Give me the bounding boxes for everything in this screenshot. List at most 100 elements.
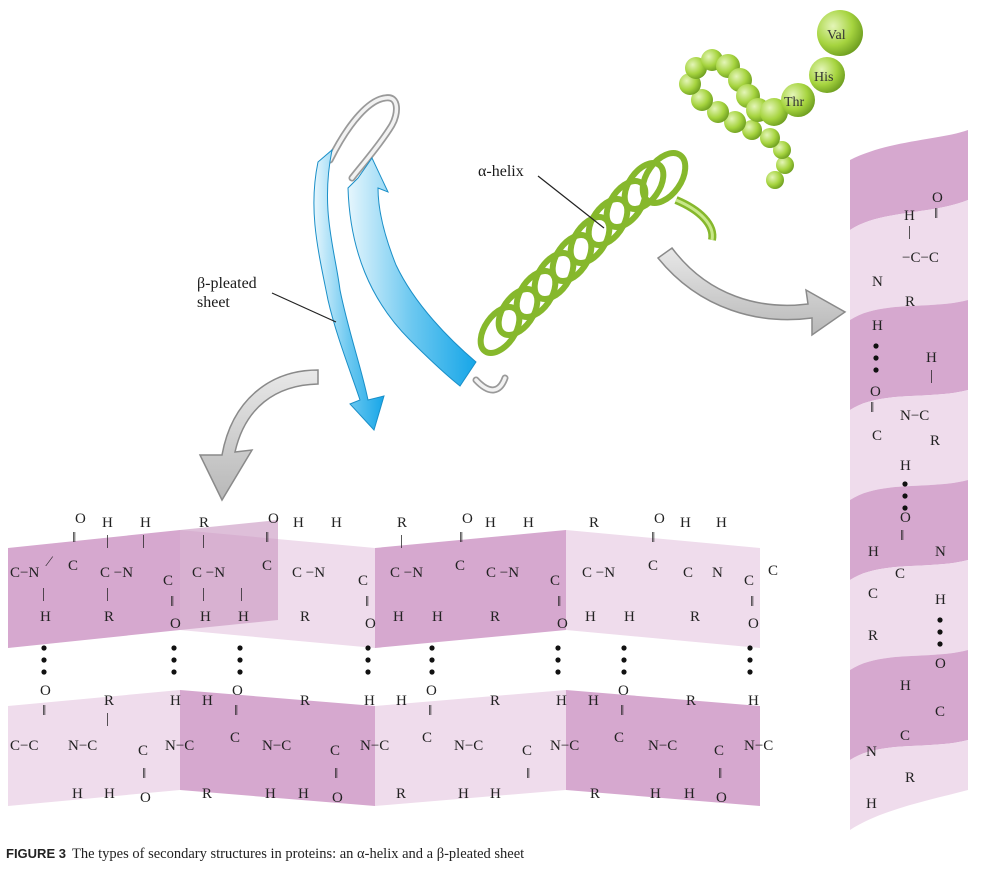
svg-text:C: C — [768, 563, 778, 579]
svg-text:|: | — [908, 224, 911, 240]
svg-text:O: O — [332, 790, 343, 806]
svg-text:N−C: N−C — [68, 738, 97, 754]
svg-text:‖: ‖ — [170, 594, 174, 610]
svg-text:O: O — [140, 790, 151, 806]
svg-text:‖: ‖ — [72, 530, 76, 546]
svg-text:N−C: N−C — [262, 738, 291, 754]
helix-atoms: O‖ H| −C−C N R H H| O ‖ C N−C R H O ‖ H … — [866, 190, 946, 812]
svg-text:C −N: C −N — [292, 565, 325, 581]
svg-text:C: C — [744, 573, 754, 589]
svg-text:H: H — [748, 693, 759, 709]
svg-text:|: | — [42, 586, 45, 602]
residue-his — [809, 57, 845, 93]
beta-sheet-leader-line — [271, 292, 337, 323]
alpha-helix-3d — [477, 150, 717, 356]
svg-text:R: R — [590, 786, 600, 802]
svg-text:C −N: C −N — [390, 565, 423, 581]
svg-text:H: H — [866, 796, 877, 812]
svg-text:C: C — [614, 730, 624, 746]
svg-text:|: | — [400, 533, 403, 549]
svg-text:N: N — [866, 744, 877, 760]
svg-text:C: C — [550, 573, 560, 589]
svg-text:H: H — [935, 592, 946, 608]
svg-text:N−C: N−C — [900, 408, 929, 424]
svg-text:|: | — [930, 368, 933, 384]
svg-text:⁄: ⁄ — [45, 554, 54, 570]
svg-text:N−C: N−C — [360, 738, 389, 754]
svg-text:R: R — [589, 515, 599, 531]
svg-text:H: H — [265, 786, 276, 802]
svg-text:‖: ‖ — [265, 530, 269, 546]
svg-text:H: H — [485, 515, 496, 531]
svg-text:O: O — [365, 616, 376, 632]
svg-text:O: O — [75, 511, 86, 527]
svg-text:H: H — [298, 786, 309, 802]
svg-text:‖: ‖ — [900, 528, 904, 544]
svg-text:H: H — [585, 609, 596, 625]
svg-text:N−C: N−C — [165, 738, 194, 754]
svg-text:C: C — [683, 565, 693, 581]
residue-label-thr: Thr — [784, 95, 805, 110]
svg-text:O: O — [40, 683, 51, 699]
svg-text:O: O — [426, 683, 437, 699]
svg-text:R: R — [202, 786, 212, 802]
svg-text:H: H — [432, 609, 443, 625]
svg-text:|: | — [106, 711, 109, 727]
svg-text:|: | — [142, 533, 145, 549]
sheet-strand-bottom — [8, 690, 760, 806]
svg-text:|: | — [106, 533, 109, 549]
svg-text:H: H — [490, 786, 501, 802]
svg-text:‖: ‖ — [334, 766, 338, 782]
svg-text:‖: ‖ — [750, 594, 754, 610]
svg-text:R: R — [300, 693, 310, 709]
svg-text:C: C — [868, 586, 878, 602]
svg-text:R: R — [930, 433, 940, 449]
svg-text:R: R — [868, 628, 878, 644]
residue-val — [817, 10, 863, 56]
svg-text:N−C: N−C — [550, 738, 579, 754]
svg-text:O: O — [654, 511, 665, 527]
svg-text:O: O — [462, 511, 473, 527]
svg-text:H: H — [650, 786, 661, 802]
svg-text:C: C — [330, 743, 340, 759]
svg-text:O: O — [935, 656, 946, 672]
beta-sheet-label-line1: β-pleated — [197, 275, 257, 292]
svg-text:H: H — [140, 515, 151, 531]
svg-text:C: C — [935, 704, 945, 720]
svg-text:C −N: C −N — [192, 565, 225, 581]
svg-text:R: R — [686, 693, 696, 709]
svg-text:O: O — [557, 616, 568, 632]
figure-number: FIGURE 3 — [6, 846, 66, 861]
svg-text:C: C — [648, 558, 658, 574]
svg-text:R: R — [397, 515, 407, 531]
svg-text:‖: ‖ — [620, 703, 624, 719]
svg-text:R: R — [396, 786, 406, 802]
svg-text:H: H — [926, 350, 937, 366]
svg-text:H: H — [200, 609, 211, 625]
svg-text:|: | — [202, 586, 205, 602]
svg-text:N−C: N−C — [454, 738, 483, 754]
svg-text:C: C — [138, 743, 148, 759]
svg-text:‖: ‖ — [934, 206, 938, 222]
svg-text:R: R — [199, 515, 209, 531]
hydrogen-bonds-sheet — [41, 645, 753, 675]
helix-tail-beads — [679, 49, 794, 189]
hydrogen-bonds-helix — [873, 343, 943, 647]
svg-text:‖: ‖ — [526, 766, 530, 782]
alpha-helix-leader-line — [537, 175, 605, 229]
svg-text:O: O — [716, 790, 727, 806]
alpha-helix-label: α-helix — [478, 163, 605, 229]
svg-text:H: H — [624, 609, 635, 625]
svg-text:H: H — [293, 515, 304, 531]
svg-text:H: H — [72, 786, 83, 802]
svg-text:R: R — [104, 609, 114, 625]
svg-text:C −N: C −N — [486, 565, 519, 581]
svg-text:H: H — [364, 693, 375, 709]
svg-text:H: H — [331, 515, 342, 531]
beta-sheet-label-line2: sheet — [197, 294, 230, 311]
svg-text:H: H — [904, 208, 915, 224]
svg-text:R: R — [300, 609, 310, 625]
svg-text:|: | — [240, 586, 243, 602]
svg-text:R: R — [905, 770, 915, 786]
svg-text:H: H — [900, 458, 911, 474]
